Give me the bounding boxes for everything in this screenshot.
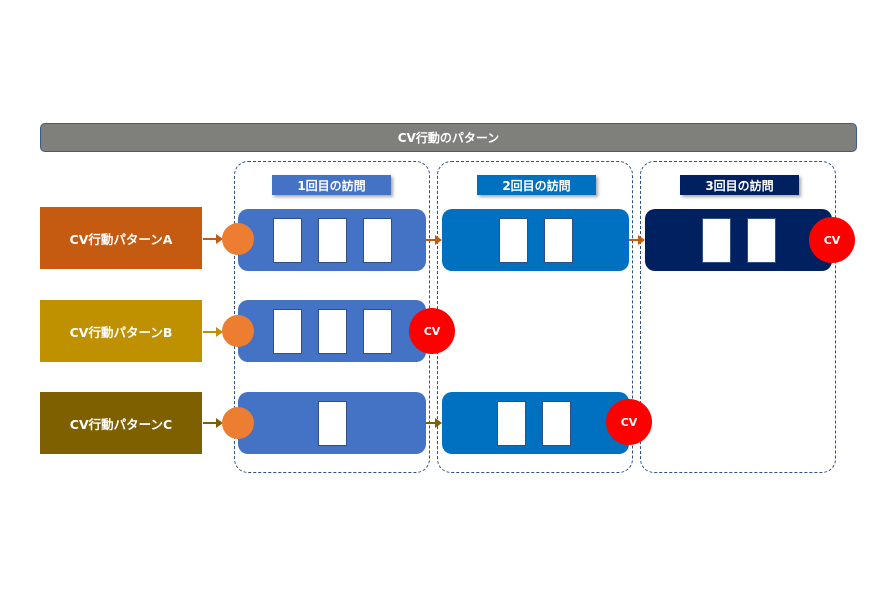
cv-badge-c: CV xyxy=(606,399,652,445)
arrow-pattern-c xyxy=(203,418,223,428)
page-icon xyxy=(317,400,347,446)
arrow-a-2-3 xyxy=(629,235,645,245)
page-icon xyxy=(498,217,528,263)
start-dot xyxy=(222,223,254,255)
pattern-c-label: CV行動パターンC xyxy=(40,392,202,454)
page-icon xyxy=(362,308,392,354)
page-icon xyxy=(362,217,392,263)
arrow-pattern-b xyxy=(203,327,223,337)
page-icon xyxy=(746,217,776,263)
diagram-title: CV行動のパターン xyxy=(40,123,857,152)
arrow-c-1-2 xyxy=(426,418,442,428)
page-icon xyxy=(272,217,302,263)
page-icon xyxy=(317,308,347,354)
start-dot xyxy=(222,407,254,439)
column-label-visit-2: 2回目の訪問 xyxy=(477,175,596,195)
pattern-b-label: CV行動パターンB xyxy=(40,300,202,362)
pattern-a-visit-1 xyxy=(238,209,426,271)
page-icon xyxy=(497,400,526,446)
column-label-visit-1: 1回目の訪問 xyxy=(272,175,391,195)
page-icon xyxy=(272,308,302,354)
page-icon xyxy=(542,400,571,446)
start-dot xyxy=(222,315,254,347)
arrow-pattern-a xyxy=(203,234,223,244)
pattern-a-visit-2 xyxy=(442,209,629,271)
pattern-c-visit-1 xyxy=(238,392,426,454)
cv-badge-a: CV xyxy=(809,217,855,263)
column-label-visit-3: 3回目の訪問 xyxy=(680,175,799,195)
pattern-a-visit-3 xyxy=(645,209,832,271)
pattern-b-visit-1 xyxy=(238,300,426,362)
page-icon xyxy=(701,217,731,263)
pattern-c-visit-2 xyxy=(442,392,629,454)
page-icon xyxy=(543,217,573,263)
pattern-a-label: CV行動パターンA xyxy=(40,207,202,269)
column-frame-visit-3 xyxy=(640,161,836,473)
arrow-a-1-2 xyxy=(426,235,442,245)
cv-badge-b: CV xyxy=(409,308,455,354)
page-icon xyxy=(317,217,347,263)
